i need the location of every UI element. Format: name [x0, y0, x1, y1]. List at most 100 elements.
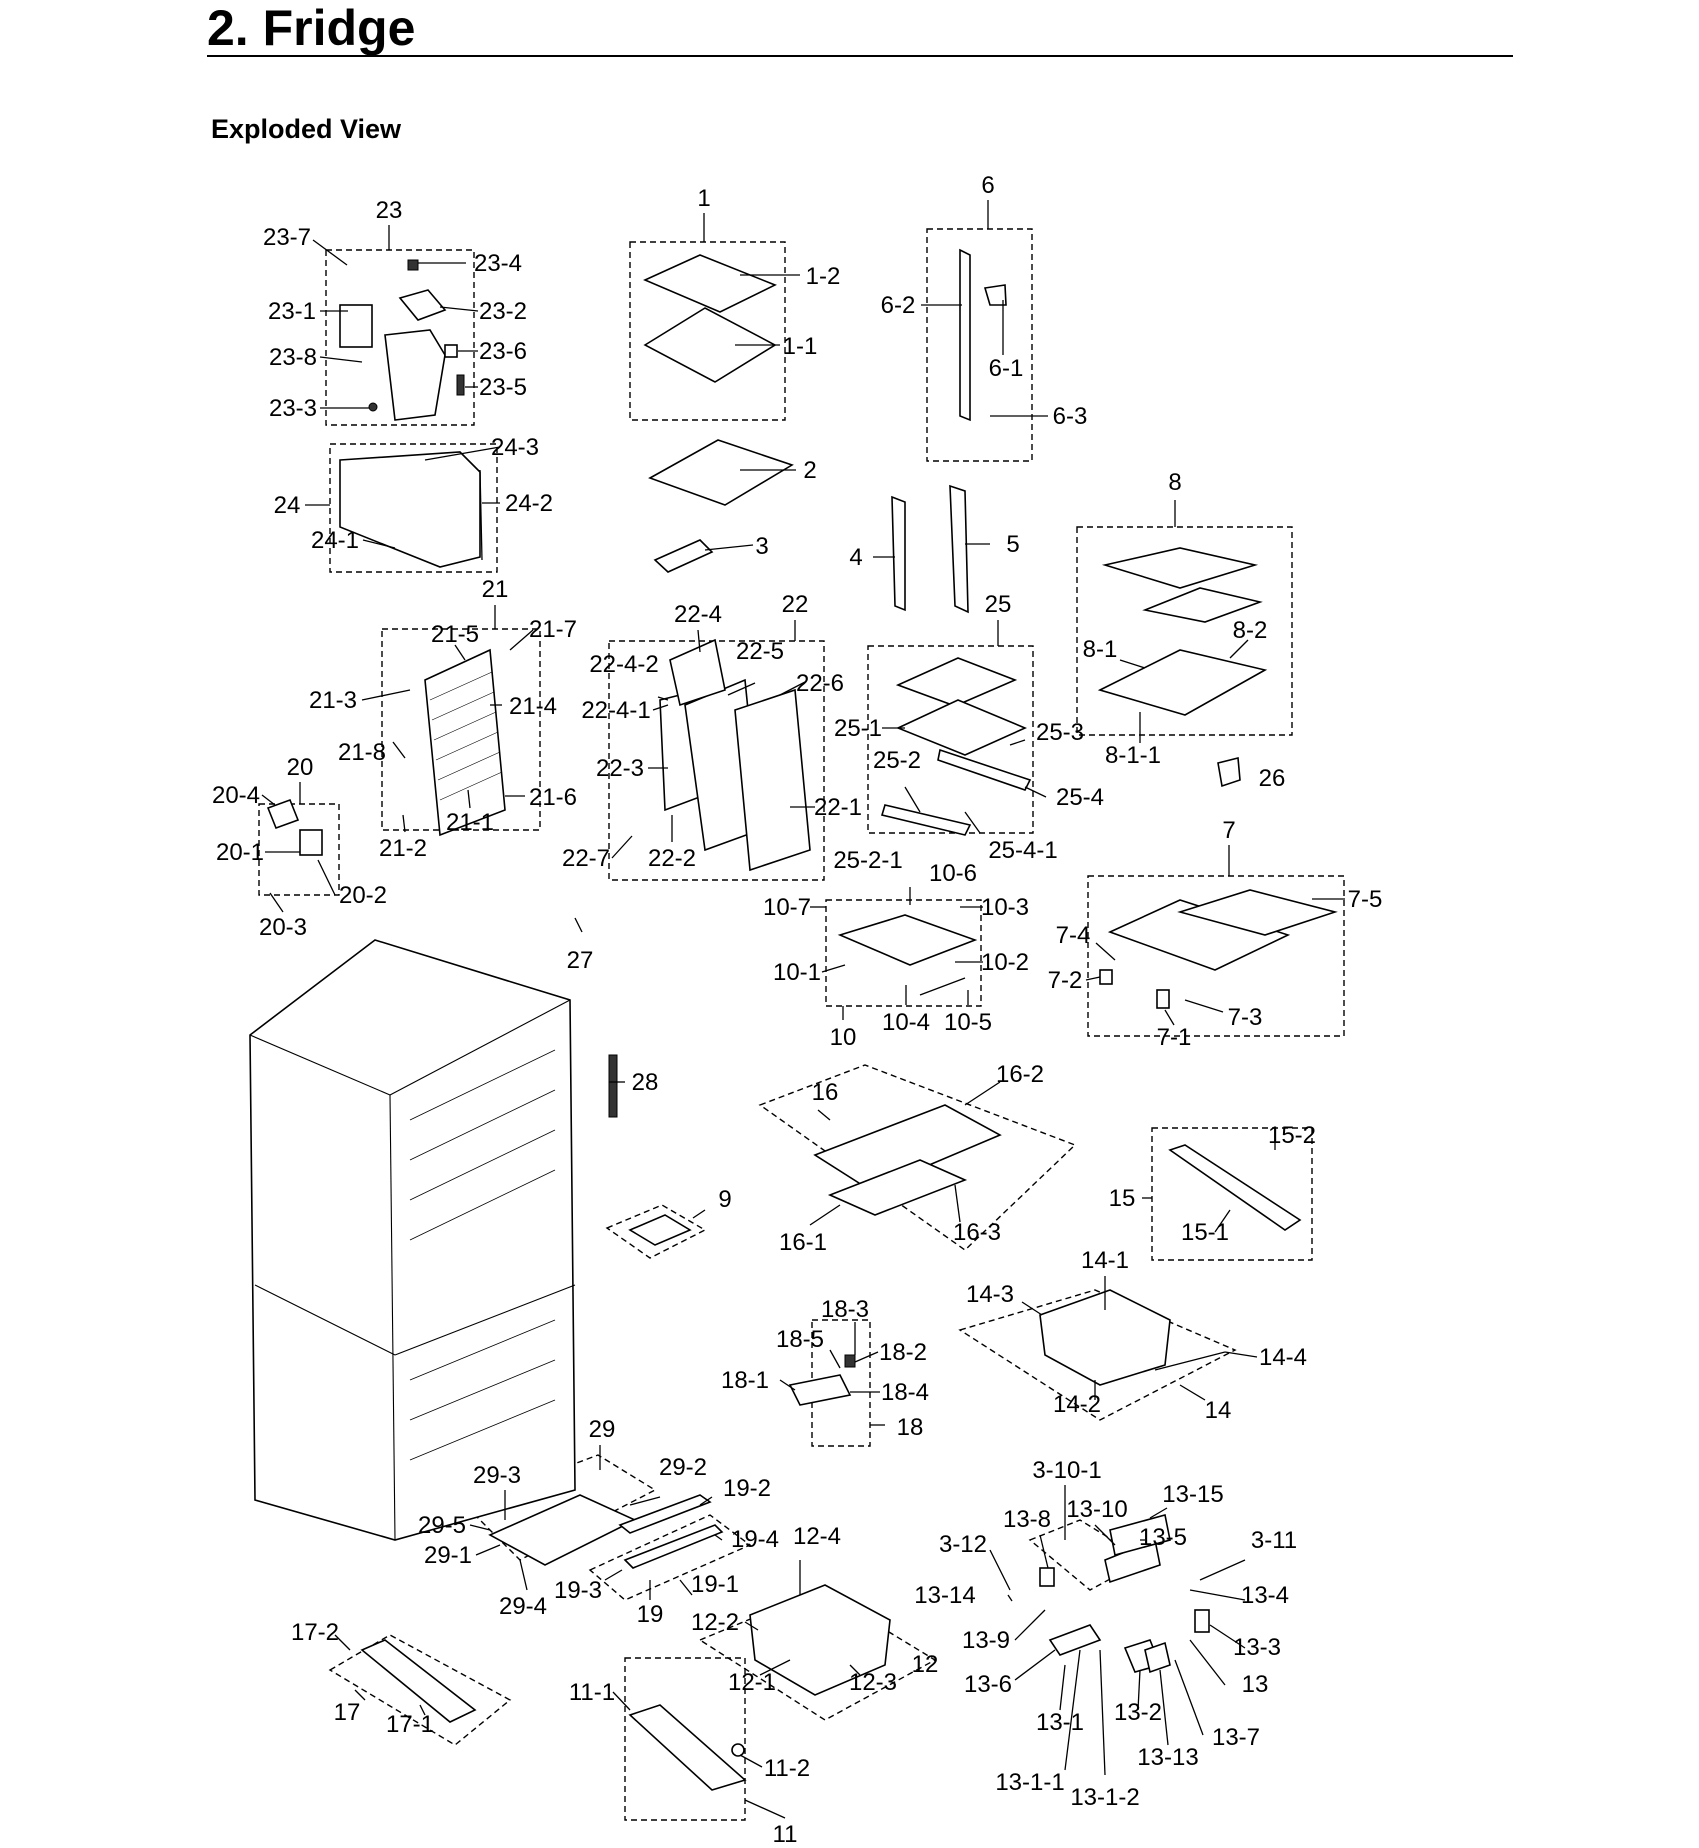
- callout-21-3: 21-3: [309, 687, 357, 714]
- callout-3-12: 3-12: [939, 1531, 987, 1558]
- callout-16: 16: [812, 1079, 839, 1106]
- part-14-4: [1154, 1351, 1226, 1371]
- part-23-6: [444, 344, 458, 358]
- part-10-1: [837, 914, 978, 966]
- callout-26: 26: [1259, 765, 1286, 792]
- callout-19-4: 19-4: [731, 1526, 779, 1553]
- callout-4: 4: [849, 544, 862, 571]
- part-11-2: [731, 1743, 745, 1757]
- part-drawings: [249, 248, 1338, 1791]
- part-13-8: [1039, 1567, 1055, 1587]
- callout-14-1: 14-1: [1081, 1247, 1129, 1274]
- callout-27: 27: [567, 947, 594, 974]
- part-16-1: [827, 1159, 968, 1216]
- part-18-1: [788, 1374, 852, 1406]
- callout-21-6: 21-6: [529, 784, 577, 811]
- callout-13-1: 13-1: [1036, 1709, 1084, 1736]
- callout-15: 15: [1109, 1185, 1136, 1212]
- callout-6: 6: [981, 172, 994, 199]
- callout-5: 5: [1006, 531, 1019, 558]
- part-7-frame: [1107, 899, 1291, 971]
- part-27: [574, 917, 583, 933]
- callout-8: 8: [1168, 469, 1181, 496]
- part-21-evaporator: [424, 648, 506, 837]
- callout-11-2: 11-2: [764, 1755, 810, 1782]
- callout-22-4: 22-4: [674, 601, 722, 628]
- callout-10-3: 10-3: [981, 894, 1029, 921]
- part-20-4: [266, 798, 300, 830]
- callout-10-7: 10-7: [763, 894, 811, 921]
- callout-12-1: 12-1: [728, 1669, 776, 1696]
- callout-25-4-1: 25-4-1: [988, 837, 1057, 864]
- page-title: 2. Fridge: [207, 0, 416, 56]
- part-4: [891, 495, 906, 612]
- callout-19: 19: [637, 1601, 664, 1628]
- callout-2: 2: [803, 457, 816, 484]
- callout-22-2: 22-2: [648, 845, 696, 872]
- part-25-2: [880, 804, 972, 836]
- part-12-1: [749, 1584, 891, 1696]
- callout-29-1: 29-1: [424, 1542, 472, 1569]
- callout-10-1: 10-1: [773, 959, 821, 986]
- callout-28: 28: [632, 1069, 659, 1096]
- callout-13-10: 13-10: [1066, 1496, 1127, 1523]
- box-20: [258, 803, 340, 896]
- part-13-13: [1144, 1641, 1171, 1674]
- callout-14: 14: [1205, 1397, 1232, 1424]
- callout-13-3: 13-3: [1233, 1634, 1281, 1661]
- callout-29-5: 29-5: [418, 1512, 466, 1539]
- part-19-2: [618, 1494, 712, 1534]
- callout-13-9: 13-9: [962, 1627, 1010, 1654]
- callout-7-4: 7-4: [1056, 922, 1091, 949]
- part-9: [628, 1214, 692, 1246]
- callout-25-3: 25-3: [1036, 719, 1084, 746]
- box-25: [867, 645, 1034, 834]
- callout-19-3: 19-3: [554, 1577, 602, 1604]
- callout-7-2: 7-2: [1048, 967, 1083, 994]
- callout-23-6: 23-6: [479, 338, 527, 365]
- callout-10: 10: [830, 1024, 857, 1051]
- part-8-glass: [1101, 547, 1259, 589]
- callout-23-8: 23-8: [269, 344, 317, 371]
- callout-8-1-1: 8-1-1: [1105, 742, 1161, 769]
- callout-14-2: 14-2: [1053, 1391, 1101, 1418]
- callout-3-10-1: 3-10-1: [1032, 1457, 1101, 1484]
- callout-13-14: 13-14: [914, 1582, 975, 1609]
- callout-25-1: 25-1: [834, 715, 882, 742]
- callout-23: 23: [376, 197, 403, 224]
- callout-18-5: 18-5: [776, 1326, 824, 1353]
- callout-19-2: 19-2: [723, 1475, 771, 1502]
- part-25-glass: [895, 657, 1018, 707]
- callout-9: 9: [718, 1186, 731, 1213]
- part-17-1: [360, 1639, 477, 1723]
- part-3: [653, 539, 714, 573]
- callout-10-5: 10-5: [944, 1009, 992, 1036]
- callout-13-13: 13-13: [1137, 1744, 1198, 1771]
- part-cabinet: [249, 939, 576, 1541]
- callout-25-2: 25-2: [873, 747, 921, 774]
- callout-10-6: 10-6: [929, 860, 977, 887]
- part-10-5: [919, 977, 966, 996]
- callout-13-4: 13-4: [1241, 1582, 1289, 1609]
- callout-7-5: 7-5: [1348, 886, 1383, 913]
- part-6-1: [983, 284, 1007, 306]
- callout-23-4: 23-4: [474, 250, 522, 277]
- part-13-3: [1194, 1609, 1210, 1633]
- callout-21-7: 21-7: [529, 616, 577, 643]
- callout-22-4-2: 22-4-2: [589, 651, 658, 678]
- callout-6-2: 6-2: [881, 292, 916, 319]
- callout-10-4: 10-4: [882, 1009, 930, 1036]
- callout-13-1-2: 13-1-2: [1070, 1784, 1139, 1811]
- callout-22: 22: [782, 591, 809, 618]
- callout-24-1: 24-1: [311, 527, 359, 554]
- part-23-2: [398, 289, 447, 321]
- callout-10-2: 10-2: [981, 949, 1029, 976]
- part-19-4: [623, 1524, 724, 1569]
- title-rule: [207, 55, 1513, 57]
- part-20-1: [299, 829, 323, 856]
- callout-15-1: 15-1: [1181, 1219, 1229, 1246]
- callout-25-2-1: 25-2-1: [833, 847, 902, 874]
- callout-20-3: 20-3: [259, 914, 307, 941]
- box-12: [698, 1589, 937, 1721]
- callout-20: 20: [287, 754, 314, 781]
